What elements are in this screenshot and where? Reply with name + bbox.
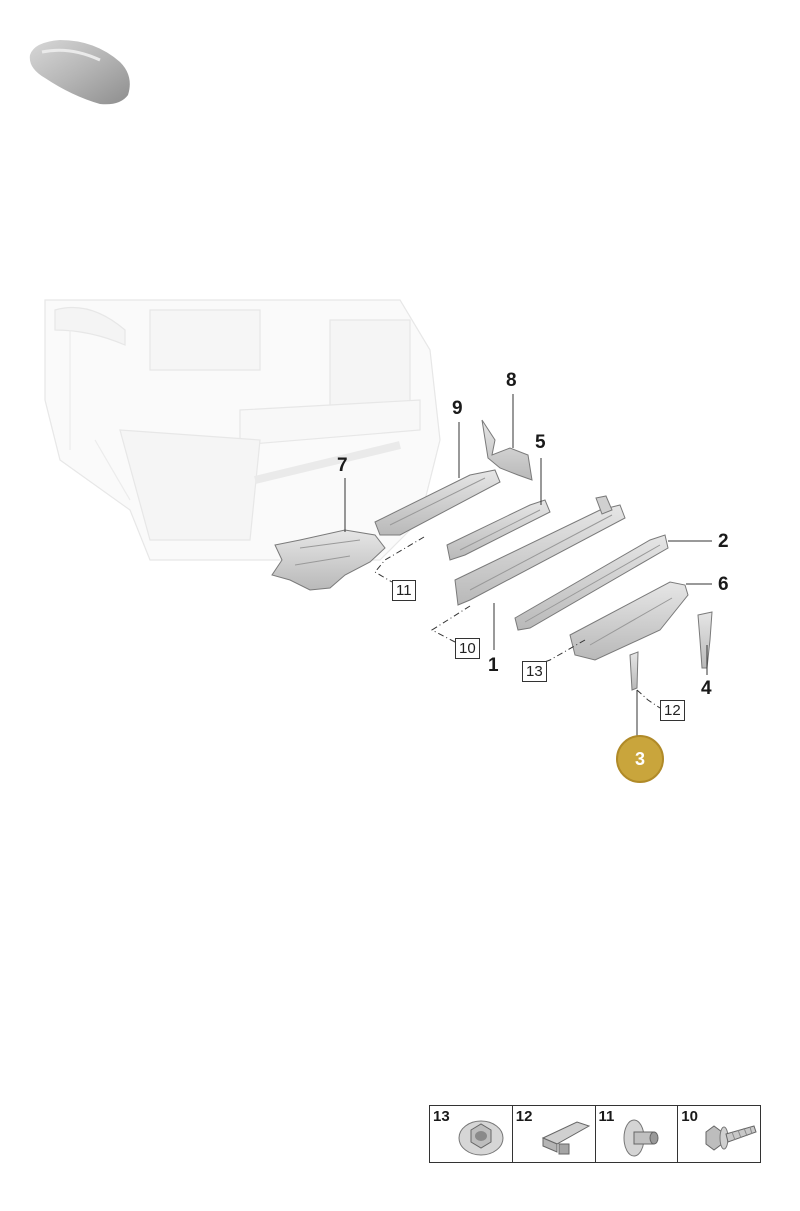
flange-nut-icon bbox=[458, 1120, 504, 1156]
callout-1[interactable]: 1 bbox=[488, 655, 499, 676]
callout-9[interactable]: 9 bbox=[452, 398, 463, 419]
part-1-shape bbox=[454, 495, 626, 606]
callout-5[interactable]: 5 bbox=[535, 432, 546, 453]
boxed-ref-11[interactable]: 11 bbox=[392, 580, 416, 601]
part-8-shape bbox=[481, 419, 533, 481]
legend-number: 11 bbox=[598, 1108, 615, 1125]
legend-number: 12 bbox=[515, 1108, 533, 1125]
part-4-shape bbox=[697, 611, 713, 669]
boxed-ref-10[interactable]: 10 bbox=[455, 638, 480, 659]
car-silhouette-icon bbox=[29, 40, 130, 105]
fastener-legend: 13 12 11 10 bbox=[429, 1105, 761, 1163]
car-body-ghost bbox=[44, 299, 441, 561]
part-2-shape bbox=[514, 534, 669, 631]
leader-lines bbox=[344, 394, 712, 736]
callout-6[interactable]: 6 bbox=[718, 574, 729, 595]
callout-2[interactable]: 2 bbox=[718, 531, 729, 552]
plastic-rivet-icon bbox=[623, 1119, 658, 1157]
part-9-shape bbox=[374, 469, 501, 536]
highlighted-part-3-badge[interactable]: 3 bbox=[616, 735, 664, 783]
boxed-ref-12[interactable]: 12 bbox=[660, 700, 685, 721]
boxed-ref-13[interactable]: 13 bbox=[522, 661, 547, 682]
callout-8[interactable]: 8 bbox=[506, 370, 517, 391]
legend-item-11[interactable]: 11 bbox=[596, 1106, 679, 1162]
legend-item-10[interactable]: 10 bbox=[678, 1106, 760, 1162]
callout-4[interactable]: 4 bbox=[701, 678, 712, 699]
flange-bolt-icon bbox=[705, 1125, 757, 1151]
legend-number: 13 bbox=[433, 1108, 450, 1125]
legend-item-13[interactable]: 13 bbox=[430, 1106, 513, 1162]
legend-number: 10 bbox=[681, 1108, 698, 1125]
legend-item-12[interactable]: 12 bbox=[513, 1106, 596, 1162]
part-6-shape bbox=[569, 581, 689, 661]
callout-7[interactable]: 7 bbox=[337, 455, 348, 476]
clip-nut-icon bbox=[541, 1121, 590, 1155]
part-3-shape bbox=[629, 651, 639, 691]
part-5-shape bbox=[446, 499, 551, 561]
